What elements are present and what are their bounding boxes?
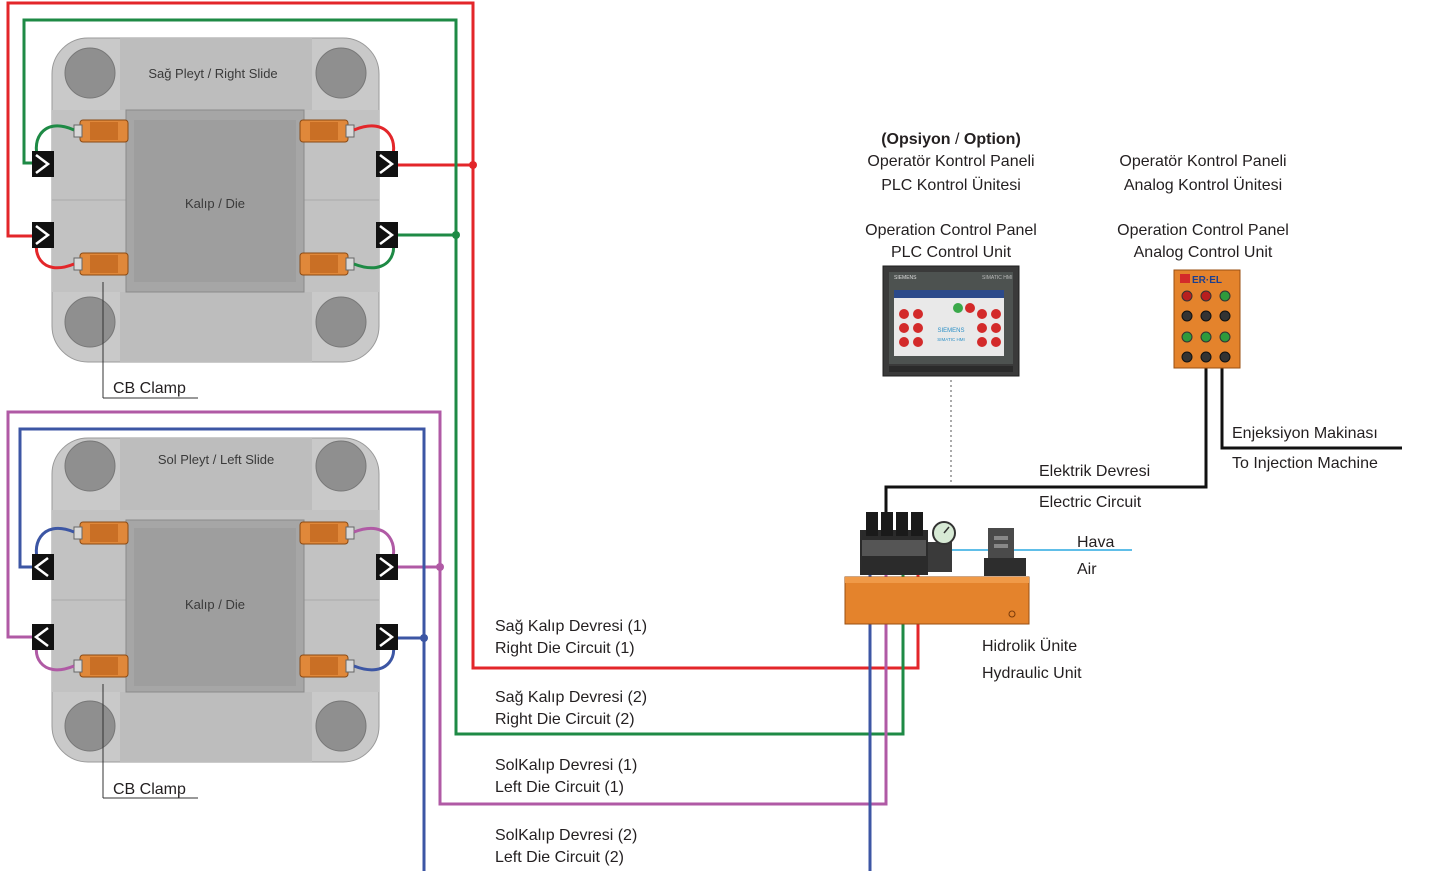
plc-option-title: (Opsiyon / Option) bbox=[881, 131, 1021, 148]
purple-junction bbox=[436, 563, 444, 571]
analog-control-panel: ER·EL bbox=[1173, 269, 1241, 369]
injection-machine-tr: Enjeksiyon Makinası bbox=[1232, 425, 1378, 442]
air-tr: Hava bbox=[1077, 534, 1114, 551]
left-die-circuit-2-en: Left Die Circuit (2) bbox=[495, 849, 624, 866]
cb-clamp-top-left-2 bbox=[73, 252, 129, 276]
coupling-bottom-right-1 bbox=[376, 554, 398, 580]
cb-clamp-top-left-1 bbox=[73, 119, 129, 143]
hydraulic-unit-en: Hydraulic Unit bbox=[982, 665, 1082, 682]
plc-center-brand: SIEMENS bbox=[937, 328, 964, 334]
coupling-top-left-1 bbox=[32, 151, 54, 177]
plc-panel-line1: Operatör Kontrol Paneli bbox=[867, 153, 1034, 170]
green-circuit-line bbox=[22, 18, 905, 736]
cb-clamp-bottom-left-1 bbox=[73, 521, 129, 545]
right-die-circuit-2-en: Right Die Circuit (2) bbox=[495, 711, 635, 728]
air-en: Air bbox=[1077, 561, 1097, 578]
injection-machine-line-1 bbox=[1220, 368, 1402, 450]
red-junction bbox=[469, 161, 477, 169]
cb-clamp-top-right-1 bbox=[299, 119, 355, 143]
right-slide-title: Sağ Pleyt / Right Slide bbox=[148, 66, 277, 81]
analog-panel-brand: ER·EL bbox=[1192, 275, 1222, 286]
left-die-label: Kalıp / Die bbox=[185, 597, 245, 612]
analog-panel-line3: Operation Control Panel bbox=[1117, 222, 1289, 239]
analog-panel-line2: Analog Kontrol Ünitesi bbox=[1124, 176, 1282, 194]
cb-clamp-top-right-2 bbox=[299, 252, 355, 276]
right-die-circuit-1-tr: Sağ Kalıp Devresi (1) bbox=[495, 618, 647, 635]
right-die-circuit-1-en: Right Die Circuit (1) bbox=[495, 640, 635, 657]
left-die-circuit-1-tr: SolKalıp Devresi (1) bbox=[495, 757, 637, 774]
cb-clamp-label-bottom: CB Clamp bbox=[113, 781, 186, 798]
cb-clamp-bottom-right-1 bbox=[299, 521, 355, 545]
injection-machine-en: To Injection Machine bbox=[1232, 455, 1378, 472]
left-slide-title: Sol Pleyt / Left Slide bbox=[158, 452, 274, 467]
plc-screen-brand: SIEMENS bbox=[894, 275, 917, 281]
cb-clamp-bottom-left-2 bbox=[73, 654, 129, 678]
green-junction bbox=[452, 231, 460, 239]
left-die-circuit-1-en: Left Die Circuit (1) bbox=[495, 779, 624, 796]
plc-panel-line2: PLC Kontrol Ünitesi bbox=[881, 176, 1021, 194]
coupling-bottom-left-2 bbox=[32, 624, 54, 650]
right-slide-plate: Sağ Pleyt / Right Slide Kalıp / Die bbox=[32, 37, 398, 399]
coupling-top-right-1 bbox=[376, 151, 398, 177]
analog-panel-line1: Operatör Kontrol Paneli bbox=[1119, 153, 1286, 170]
electric-circuit-en: Electric Circuit bbox=[1039, 494, 1142, 511]
coupling-bottom-left-1 bbox=[32, 554, 54, 580]
left-die-circuit-2-tr: SolKalıp Devresi (2) bbox=[495, 827, 637, 844]
right-die-label: Kalıp / Die bbox=[185, 196, 245, 211]
plc-screen-model: SIMATIC HMI bbox=[982, 275, 1012, 281]
plc-panel-line4: PLC Control Unit bbox=[891, 244, 1012, 261]
plc-panel-line3: Operation Control Panel bbox=[865, 222, 1037, 239]
coupling-top-right-2 bbox=[376, 222, 398, 248]
red-circuit-line bbox=[6, 1, 920, 670]
hydraulic-unit bbox=[844, 512, 1030, 625]
cb-clamp-bottom-right-2 bbox=[299, 654, 355, 678]
electric-circuit-tr: Elektrik Devresi bbox=[1039, 463, 1150, 480]
left-slide-plate: Sol Pleyt / Left Slide Kalıp / Die bbox=[32, 437, 398, 799]
right-die-circuit-2-tr: Sağ Kalıp Devresi (2) bbox=[495, 689, 647, 706]
blue-junction bbox=[420, 634, 428, 642]
coupling-bottom-right-2 bbox=[376, 624, 398, 650]
electric-circuit-line bbox=[884, 368, 1208, 515]
blue-circuit-line-left bbox=[18, 427, 426, 871]
cb-clamp-label-top: CB Clamp bbox=[113, 380, 186, 397]
hydraulic-unit-tr: Hidrolik Ünite bbox=[982, 637, 1077, 655]
plc-control-panel: SIEMENS SIMATIC HMI SIEMENS SIMATIC HMI bbox=[882, 265, 1020, 377]
analog-panel-line4: Analog Control Unit bbox=[1134, 244, 1273, 261]
plc-center-model: SIMATIC HMI bbox=[937, 337, 964, 342]
coupling-top-left-2 bbox=[32, 222, 54, 248]
purple-circuit-line bbox=[6, 410, 888, 806]
